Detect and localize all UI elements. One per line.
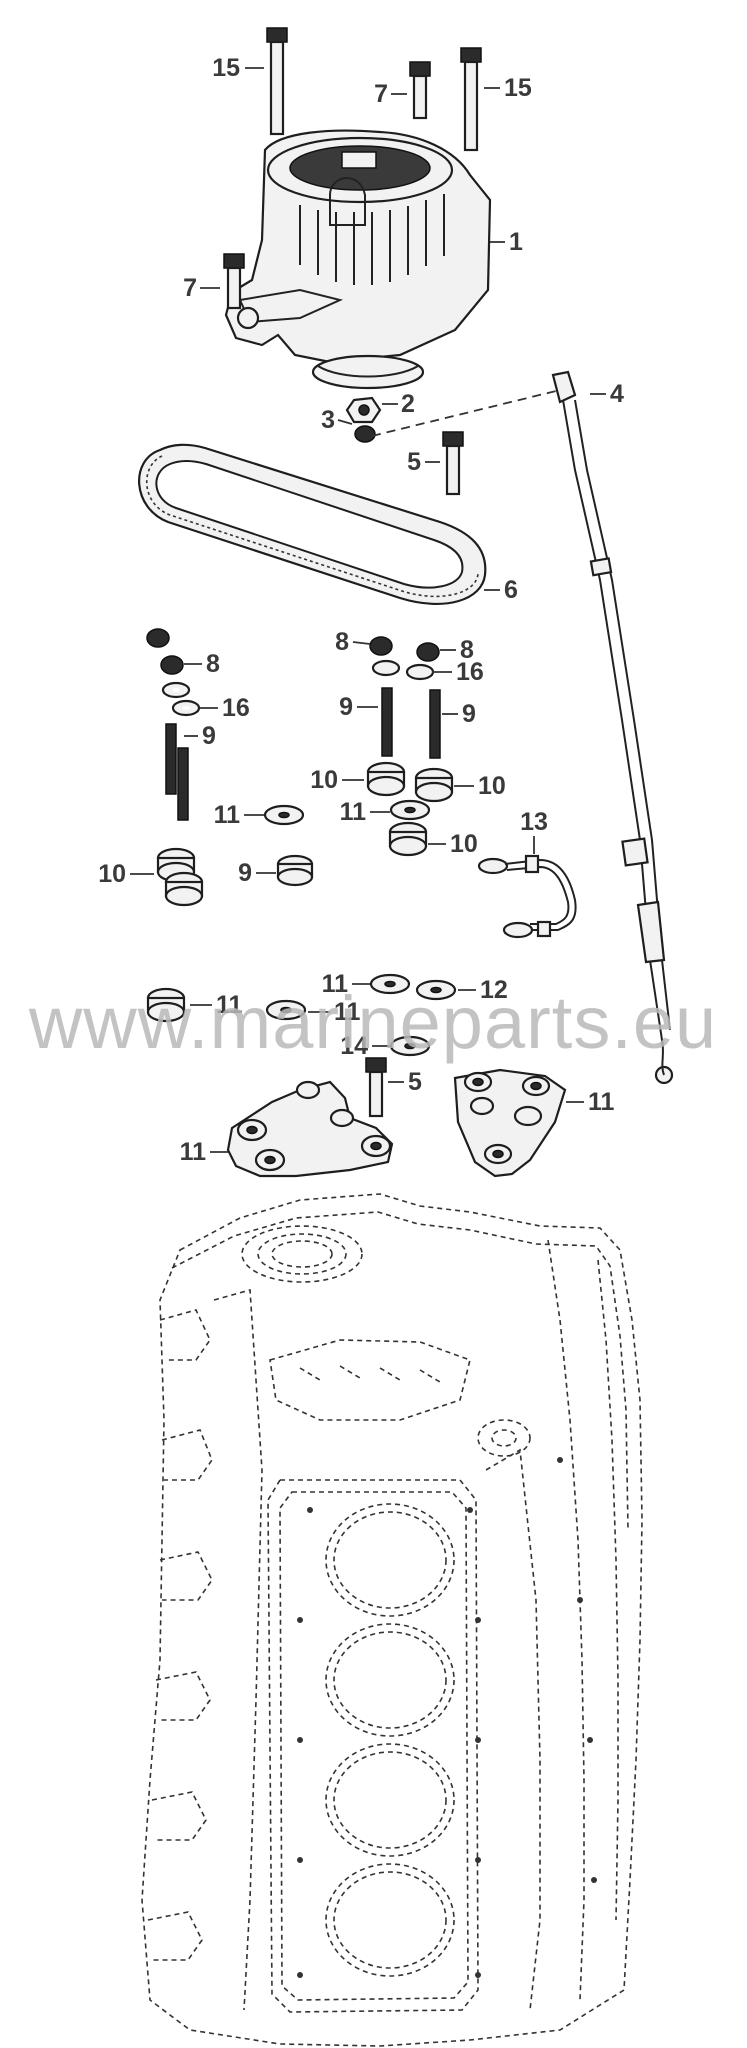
cylinder-bore-3	[325, 1743, 455, 1857]
washer-16-center-b	[405, 663, 435, 681]
bolt-15-left	[266, 27, 288, 136]
washer-11-center	[389, 799, 431, 821]
cylinder-bore-2	[325, 1623, 455, 1737]
grommet-11-low-left	[146, 987, 186, 1023]
callout-16-left: 16	[222, 694, 250, 722]
grommet-10-center-c	[388, 821, 428, 857]
cylinder-bore-1	[325, 1503, 455, 1617]
assembly-guide-line	[371, 389, 561, 437]
callout-7-left: 7	[183, 274, 197, 302]
callout-9-mid: 9	[238, 859, 252, 887]
nut-8-far-left	[146, 628, 170, 648]
callout-16-right: 16	[456, 658, 484, 686]
callout-10-left: 10	[98, 860, 126, 888]
leader-lines	[130, 67, 606, 1153]
callout-11-low-left: 11	[216, 991, 243, 1019]
callout-9-center-left: 9	[339, 693, 353, 721]
stud-9-center-a	[381, 687, 393, 757]
washer-16-left-b	[171, 699, 201, 717]
callout-9-left: 9	[202, 722, 216, 750]
callout-10-center-right: 10	[478, 772, 506, 800]
callout-5-lower: 5	[408, 1068, 422, 1096]
callout-14: 11	[180, 1138, 207, 1166]
ground-strap	[477, 854, 577, 939]
callout-10-center-left: 10	[310, 766, 338, 794]
nut-8-center-left	[369, 636, 393, 656]
bolt-7-top	[409, 61, 431, 120]
callout-6: 6	[504, 576, 518, 604]
callout-8-center-left: 8	[335, 628, 349, 656]
callout-1: 1	[509, 228, 523, 256]
battery-cable	[551, 370, 674, 1085]
callout-3: 3	[321, 406, 335, 434]
grommet-10-center-b	[414, 767, 454, 803]
grommet-9-mid	[276, 854, 314, 887]
callout-11-mid-left: 11	[214, 801, 241, 829]
callout-12: 13	[520, 808, 548, 836]
washer-11-low-a	[369, 973, 411, 995]
callout-8-left: 8	[206, 650, 220, 678]
callout-11-low-mid: 11	[334, 998, 361, 1026]
callout-2: 2	[401, 390, 415, 418]
bolt-5-upper	[442, 431, 464, 496]
nut-8-center-right	[416, 642, 440, 662]
callout-labels: 15 7 15 1 7 2 3 4 5 6 8 8 8 16 16 9 9 9 …	[98, 54, 624, 1166]
mounting-bracket-left	[226, 1080, 394, 1178]
washer-16-center-a	[371, 659, 401, 677]
bolt-7-left	[223, 253, 245, 310]
stud-9-left-b	[177, 747, 189, 821]
callout-5-upper: 5	[407, 448, 421, 476]
callout-15-left: 15	[212, 54, 240, 82]
washer-16-left-a	[161, 681, 191, 699]
callout-4: 4	[610, 380, 624, 408]
grommet-10-left-b	[164, 871, 204, 907]
bolt-15-right	[460, 47, 482, 152]
lock-washer	[354, 425, 376, 443]
callout-11-low-a: 11	[322, 970, 349, 998]
washer-11-low-b	[415, 979, 457, 1001]
callout-10-center-low: 10	[450, 830, 478, 858]
callout-7-top: 7	[374, 80, 388, 108]
washer-11-mid-left	[263, 804, 305, 826]
drive-belt	[138, 443, 487, 606]
callout-8-center-right: 8	[460, 636, 474, 664]
callout-11-low-b: 12	[480, 976, 508, 1004]
stud-9-left-a	[165, 723, 177, 795]
grommet-10-center-a	[366, 761, 406, 797]
callout-15-right: 15	[504, 74, 532, 102]
callout-13: 11	[588, 1088, 615, 1116]
pulley-nut	[345, 396, 382, 424]
engine-block	[141, 1193, 643, 2047]
mounting-bracket-right	[453, 1068, 567, 1178]
washer-11-low-c	[389, 1035, 431, 1057]
nut-8-left	[160, 655, 184, 675]
stud-9-center-b	[429, 689, 441, 759]
callout-9-center-right: 9	[462, 700, 476, 728]
bolt-5-lower	[365, 1057, 387, 1118]
callout-11-center: 11	[340, 798, 367, 826]
callout-11-low-c: 14	[340, 1032, 368, 1060]
watermark: www.marineparts.eu	[28, 981, 717, 1064]
washer-11-low-mid	[265, 999, 307, 1021]
alternator	[224, 129, 492, 390]
cylinder-bore-4	[325, 1863, 455, 1977]
